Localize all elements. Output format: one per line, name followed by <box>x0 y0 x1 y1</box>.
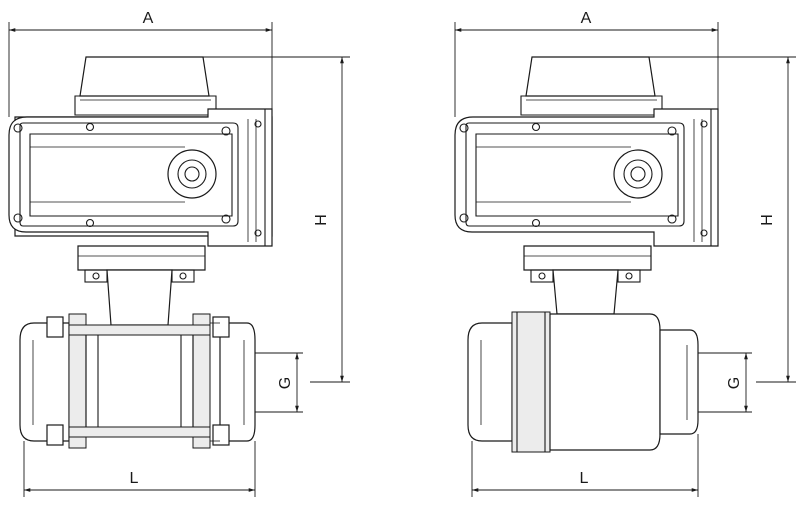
dimension-a: A <box>454 10 719 117</box>
position-indicator <box>167 149 217 199</box>
actuator-housing <box>8 108 273 247</box>
position-indicator <box>613 149 663 199</box>
dimension-label-a: A <box>143 10 154 27</box>
valve-body-two-piece <box>467 311 699 453</box>
actuator-housing <box>454 108 719 247</box>
dimension-label-h: H <box>313 214 330 226</box>
dimension-l: L <box>471 434 699 497</box>
dimension-label-g: G <box>277 377 294 389</box>
dimension-l: L <box>23 441 256 497</box>
dimension-h: H <box>203 56 350 383</box>
dimension-label-l: L <box>130 470 139 487</box>
valve-body-three-piece <box>19 313 256 449</box>
valve-drawing-three-piece: A H G L <box>8 10 350 497</box>
actuator-top-cap <box>520 56 663 116</box>
dimension-label-l: L <box>580 470 589 487</box>
dimension-label-h: H <box>759 214 776 226</box>
dimension-g: G <box>698 352 752 413</box>
dimension-label-g: G <box>726 377 743 389</box>
housing-bolts <box>13 120 262 237</box>
mounting-bracket <box>523 245 652 315</box>
dimension-h: H <box>649 56 796 383</box>
valve-drawing-two-piece: A H G L <box>454 10 796 497</box>
housing-bolts <box>459 120 708 237</box>
dimension-a: A <box>8 10 273 117</box>
mounting-bracket <box>77 245 206 326</box>
dimension-g: G <box>255 352 303 413</box>
dimension-label-a: A <box>581 10 592 27</box>
actuator-top-cap <box>74 56 217 116</box>
